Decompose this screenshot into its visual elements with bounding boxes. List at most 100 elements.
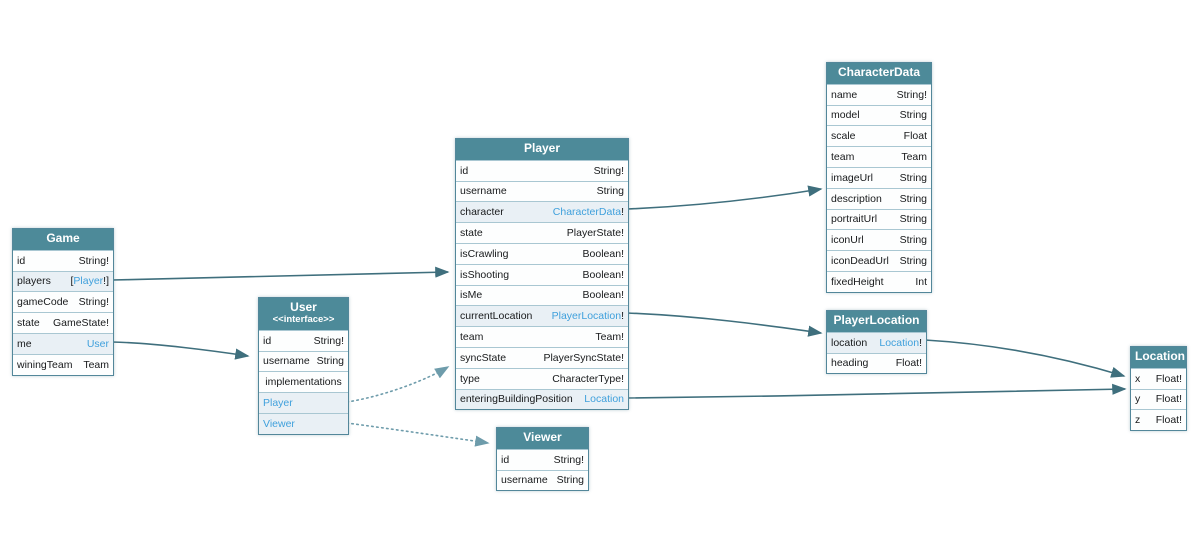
type-table-viewer[interactable]: Viewer id String! username String	[496, 427, 589, 492]
field-name: enteringBuildingPosition	[460, 393, 573, 406]
field-type[interactable]: PlayerLocation!	[551, 310, 624, 323]
field-row-user-implementations[interactable]: implementations	[259, 371, 348, 393]
field-name: model	[831, 109, 860, 122]
field-row-characterdata-description[interactable]: description String	[827, 187, 931, 209]
field-name: description	[831, 192, 882, 205]
field-type[interactable]: [Player!]	[70, 275, 109, 288]
field-name: team	[831, 151, 855, 164]
field-row-user-viewer[interactable]: Viewer	[259, 412, 348, 434]
field-type[interactable]: Location	[584, 393, 624, 405]
field-name: fixedHeight	[831, 275, 884, 288]
table-header-game[interactable]: Game	[13, 229, 113, 250]
field-type: PlayerState!	[566, 227, 624, 240]
field-row-player-enteringbuildingposition[interactable]: enteringBuildingPosition Location	[456, 388, 628, 410]
type-link[interactable]: Location	[879, 336, 920, 349]
edge-game-players-to-player	[111, 266, 450, 281]
type-link[interactable]: Location	[584, 393, 624, 406]
table-header-characterdata[interactable]: CharacterData	[827, 63, 931, 84]
edge-game-me-to-user	[111, 341, 250, 360]
table-title: PlayerLocation	[833, 313, 920, 327]
field-type: Team!	[595, 331, 624, 344]
field-type: String	[556, 474, 584, 487]
field-type: String	[899, 192, 927, 205]
field-type: String!	[313, 334, 344, 347]
field-type: Float!	[1155, 414, 1182, 427]
implementation-link[interactable]: Player	[263, 397, 293, 409]
table-header-user[interactable]: User<<interface>>	[259, 298, 348, 330]
type-link[interactable]: Player	[73, 275, 104, 288]
field-row-viewer-id[interactable]: id String!	[497, 448, 588, 470]
field-row-player-character[interactable]: character CharacterData!	[456, 201, 628, 223]
field-row-player-username[interactable]: username String	[456, 180, 628, 202]
field-name: username	[501, 474, 548, 487]
field-row-characterdata-model[interactable]: model String	[827, 104, 931, 126]
table-subtitle: <<interface>>	[272, 313, 335, 325]
table-header-player[interactable]: Player	[456, 139, 628, 160]
table-header-viewer[interactable]: Viewer	[497, 428, 588, 449]
field-type: Float!	[1155, 372, 1182, 385]
implementation-link[interactable]: Viewer	[263, 417, 295, 430]
field-name: x	[1135, 372, 1141, 385]
field-name: username	[263, 355, 310, 368]
field-name: imageUrl	[831, 171, 874, 184]
field-name: character	[460, 206, 504, 219]
field-row-viewer-username[interactable]: username String	[497, 469, 588, 491]
field-name: id	[501, 453, 510, 466]
field-row-user-player[interactable]: Player	[259, 392, 348, 413]
field-type[interactable]: User	[87, 338, 109, 350]
table-header-location[interactable]: Location	[1131, 347, 1186, 368]
field-type: String	[596, 185, 624, 198]
field-type: Boolean!	[582, 268, 624, 281]
field-row-location-x[interactable]: x Float!	[1131, 367, 1186, 389]
field-type[interactable]: CharacterData!	[552, 206, 624, 219]
field-type: String!	[553, 453, 584, 466]
field-name: me	[17, 337, 32, 350]
field-type: String	[899, 109, 927, 122]
table-header-playerlocation[interactable]: PlayerLocation	[827, 311, 926, 332]
field-name: winingTeam	[17, 358, 73, 371]
field-name: heading	[831, 357, 869, 370]
type-link[interactable]: User	[86, 337, 109, 350]
field-name: iconUrl	[831, 234, 864, 247]
type-link[interactable]: CharacterData	[552, 206, 622, 219]
field-row-game-me[interactable]: me User	[13, 332, 113, 354]
field-type[interactable]: Location!	[879, 336, 922, 349]
type-link[interactable]: PlayerLocation	[551, 310, 622, 323]
field-row-game-players[interactable]: players[Player!]	[13, 270, 113, 292]
field-name: username	[460, 185, 507, 198]
field-name: state	[17, 317, 40, 330]
